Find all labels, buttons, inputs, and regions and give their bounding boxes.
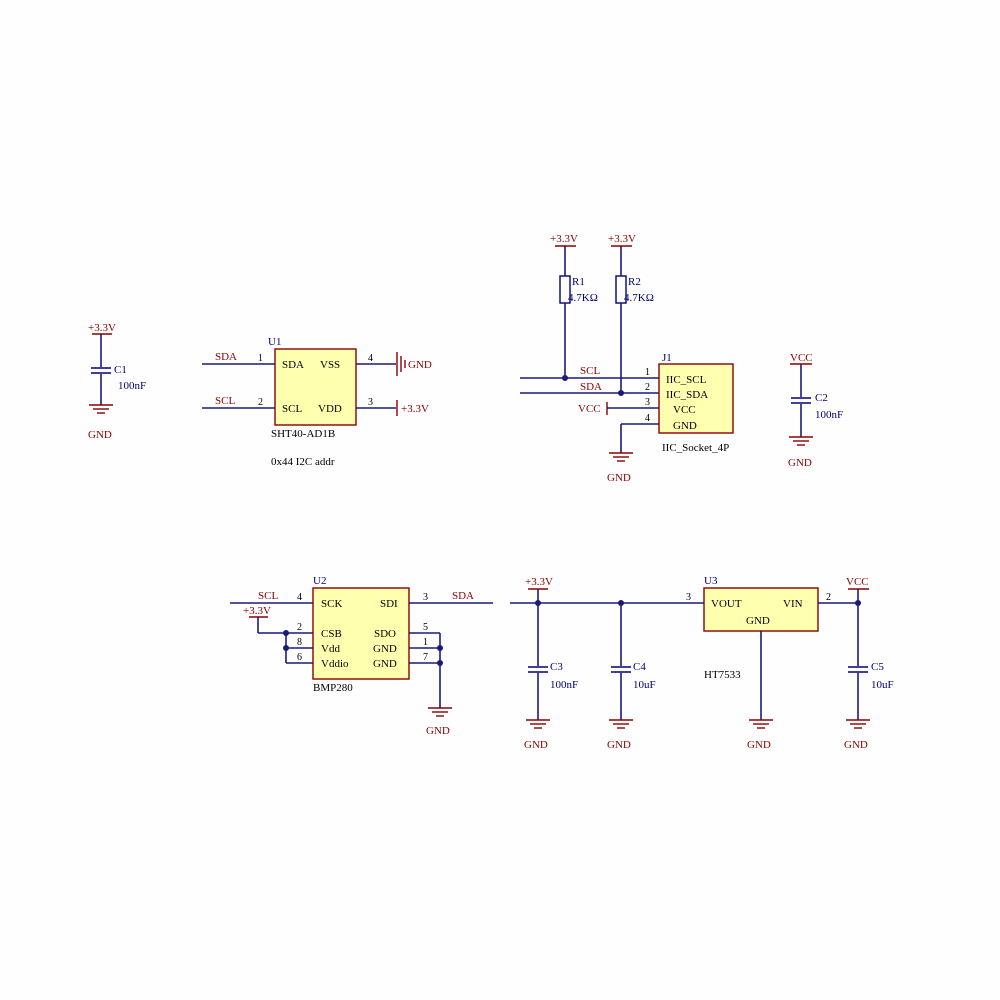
u2-bmp280: U2 SCL 4 SCK SDA 3 SDI +3.3V 2 CSB 8 Vdd…: [230, 575, 493, 737]
u3-body: [703, 587, 819, 632]
u1-sht40: U1 SDA 1 SDA SCL 2 SCL 4 VSS GND 3 VDD +…: [202, 336, 432, 468]
j1-pin-name: VCC: [673, 404, 696, 416]
rail-power-label: +3.3V: [525, 576, 553, 588]
j1-net-sda: SDA: [580, 381, 602, 393]
u1-net-sda: SDA: [215, 351, 237, 363]
c1-group: +3.3V C1 100nF GND: [88, 322, 146, 441]
r1-group: +3.3V R1 4.7KΩ: [550, 233, 598, 378]
c4-value: 10uF: [633, 679, 656, 691]
j1-part: IIC_Socket_4P: [662, 442, 729, 454]
u1-net-scl: SCL: [215, 395, 235, 407]
c3-value: 100nF: [550, 679, 578, 691]
u2-pin-num: 2: [297, 622, 302, 633]
j1-pin-name: GND: [673, 420, 697, 432]
u2-power-label: +3.3V: [243, 605, 271, 617]
u1-pin-name: VSS: [320, 359, 340, 371]
r2-power-label: +3.3V: [608, 233, 636, 245]
u3-pin-name: VOUT: [711, 598, 742, 610]
u2-pin-name: SCK: [321, 598, 342, 610]
c4-ref: C4: [633, 661, 646, 673]
u2-pin-num: 5: [423, 622, 428, 633]
u2-pin-num: 6: [297, 652, 302, 663]
c2-ref: C2: [815, 392, 828, 404]
u2-pin-name: GND: [373, 658, 397, 670]
j1-gnd-label: GND: [607, 472, 631, 484]
u3-gnd-label: GND: [747, 739, 771, 751]
u2-part: BMP280: [313, 682, 353, 694]
u1-gnd-label: GND: [408, 359, 432, 371]
j1-pin-name: IIC_SCL: [666, 374, 707, 386]
c5-power-label: VCC: [846, 576, 869, 588]
c1-gnd-label: GND: [88, 429, 112, 441]
r1-power-label: +3.3V: [550, 233, 578, 245]
c3-ref: C3: [550, 661, 563, 673]
c4-gnd-label: GND: [607, 739, 631, 751]
u2-ref: U2: [313, 575, 326, 587]
u2-net-sda: SDA: [452, 590, 474, 602]
u1-vdd-label: +3.3V: [401, 403, 429, 415]
j1-pin-num: 3: [645, 397, 650, 408]
j1-body: [658, 363, 734, 434]
r2-ref: R2: [628, 276, 641, 288]
c2-gnd-label: GND: [788, 457, 812, 469]
u3-ref: U3: [704, 575, 718, 587]
c5-ref: C5: [871, 661, 884, 673]
u2-pin-num: 7: [423, 652, 428, 663]
u2-pin-name: CSB: [321, 628, 342, 640]
j1-net-scl: SCL: [580, 365, 600, 377]
c1-ref: C1: [114, 364, 127, 376]
u2-net-scl: SCL: [258, 590, 278, 602]
r1-value: 4.7KΩ: [568, 292, 598, 304]
regulator-section: +3.3V C3 100nF GND C4 10uF GND U3 3 VOUT…: [510, 575, 894, 751]
c2-value: 100nF: [815, 409, 843, 421]
u3-pin-name: GND: [746, 615, 770, 627]
u2-pin-name: Vdd: [321, 643, 340, 655]
u2-pin-name: SDO: [374, 628, 396, 640]
u1-pin-name: SCL: [282, 403, 302, 415]
u2-pin-num: 1: [423, 637, 428, 648]
c2-group: VCC C2 100nF GND: [788, 352, 843, 469]
u1-pin-num: 3: [368, 397, 373, 408]
j1-net-vcc: VCC: [578, 403, 601, 415]
u2-pin-num: 3: [423, 592, 428, 603]
j1-pin-num: 2: [645, 382, 650, 393]
u2-pin-name: SDI: [380, 598, 398, 610]
u1-ref: U1: [268, 336, 281, 348]
u2-pin-num: 8: [297, 637, 302, 648]
u1-body: [274, 348, 357, 426]
u3-pin-name: VIN: [783, 598, 803, 610]
c5-gnd-label: GND: [844, 739, 868, 751]
j1-pin-num: 4: [645, 413, 650, 424]
u1-part: SHT40-AD1B: [271, 428, 335, 440]
u2-gnd-label: GND: [426, 725, 450, 737]
c3-gnd-label: GND: [524, 739, 548, 751]
u1-pin-name: SDA: [282, 359, 304, 371]
c1-power-label: +3.3V: [88, 322, 116, 334]
u3-pin-num: 2: [826, 592, 831, 603]
u1-note: 0x44 I2C addr: [271, 456, 335, 468]
u3-part: HT7533: [704, 669, 741, 681]
c5-value: 10uF: [871, 679, 894, 691]
j1-pin-num: 1: [645, 367, 650, 378]
u1-pin-num: 4: [368, 353, 373, 364]
u2-body: [312, 587, 410, 680]
u2-pin-num: 4: [297, 592, 302, 603]
u1-pin-num: 1: [258, 353, 263, 364]
u1-pin-num: 2: [258, 397, 263, 408]
c1-value: 100nF: [118, 380, 146, 392]
u2-pin-name: Vddio: [321, 658, 349, 670]
c2-power-label: VCC: [790, 352, 813, 364]
r2-value: 4.7KΩ: [624, 292, 654, 304]
u1-pin-name: VDD: [318, 403, 342, 415]
u3-pin-num: 3: [686, 592, 691, 603]
j1-pin-name: IIC_SDA: [666, 389, 708, 401]
j1-socket: J1 SCL 1 IIC_SCL SDA 2 IIC_SDA VCC 3 VCC…: [520, 352, 734, 484]
r1-ref: R1: [572, 276, 585, 288]
j1-ref: J1: [662, 352, 672, 364]
u2-pin-name: GND: [373, 643, 397, 655]
